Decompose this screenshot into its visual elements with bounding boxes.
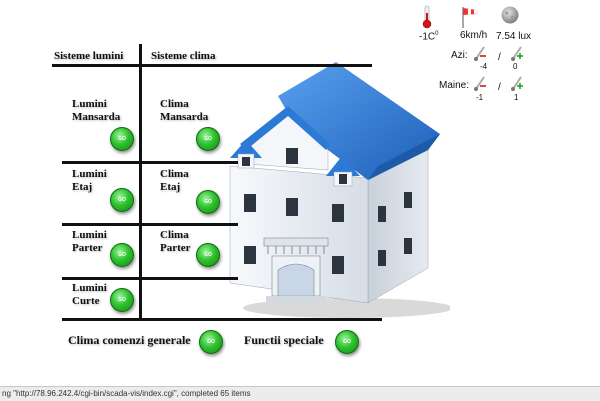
grid-row-line (62, 223, 238, 226)
lights-floor-label: Lumini Etaj (72, 168, 107, 193)
lights-attic-go-button[interactable]: GO (110, 127, 134, 151)
climate-general-go-button[interactable]: GO (199, 330, 223, 354)
lights-floor-go-button[interactable]: GO (110, 188, 134, 212)
forecast-tomorrow-max: 1 (514, 93, 519, 102)
special-functions-label: Functii speciale (244, 333, 324, 347)
climate-floor-go-button[interactable]: GO (196, 190, 220, 214)
forecast-tomorrow-min: -1 (476, 93, 484, 102)
house-illustration (229, 62, 450, 318)
grid-column-divider (139, 44, 142, 320)
lights-ground-go-button[interactable]: GO (110, 243, 134, 267)
forecast-today-label: Azi: (451, 50, 468, 61)
lights-yard-label: Lumini Curte (72, 282, 107, 307)
forecast-tomorrow-label: Maine: (439, 80, 470, 91)
windsock-icon (462, 7, 477, 28)
climate-ground-go-button[interactable]: GO (196, 243, 220, 267)
light-level-value: 7.54 lux (496, 31, 532, 42)
thermometer-min-icon (474, 46, 486, 61)
grid-header-line (52, 64, 372, 67)
forecast-today-max: 0 (513, 62, 518, 71)
forecast-tomorrow-separator: / (498, 82, 501, 93)
thermometer-min-icon (474, 76, 486, 91)
special-functions-go-button[interactable]: GO (335, 330, 359, 354)
grid-bottom-line (62, 318, 382, 321)
climate-general-label: Clima comenzi generale (68, 333, 191, 347)
browser-status-bar: ng "http://78.96.242.4/cgi-bin/scada-vis… (0, 386, 600, 401)
grid-row-line (62, 277, 238, 280)
grid-row-line (62, 161, 238, 164)
thermometer-max-icon (511, 46, 523, 61)
climate-attic-label: Clima Mansarda (160, 98, 209, 123)
thermometer-max-icon (511, 76, 523, 91)
climate-attic-go-button[interactable]: GO (196, 127, 220, 151)
forecast-today-min: -4 (480, 62, 488, 71)
wind-speed-value: 6km/h (460, 30, 488, 41)
temperature-value: -1C0 (419, 31, 439, 43)
header-lights-systems: Sisteme lumini (54, 50, 124, 62)
thermometer-icon (422, 5, 432, 29)
header-climate-systems: Sisteme clima (151, 50, 216, 62)
climate-floor-label: Clima Etaj (160, 168, 189, 193)
lights-attic-label: Lumini Mansarda (72, 98, 121, 123)
forecast-today-separator: / (498, 52, 501, 63)
moon-icon (501, 6, 519, 24)
lights-yard-go-button[interactable]: GO (110, 288, 134, 312)
lights-ground-label: Lumini Parter (72, 229, 107, 254)
climate-ground-label: Clima Parter (160, 229, 191, 254)
